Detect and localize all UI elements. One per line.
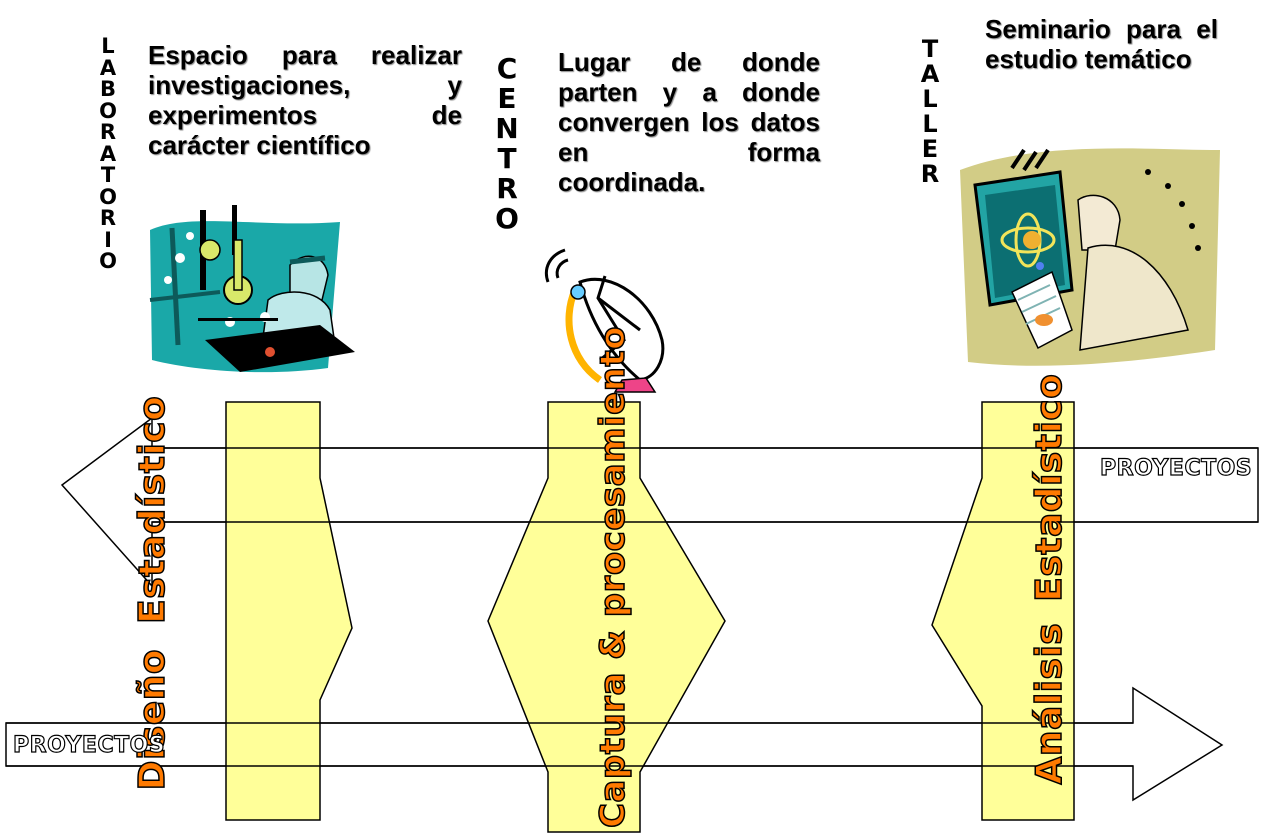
box-analisis: [931, 401, 1075, 821]
box-captura: [487, 401, 726, 833]
proyectos-top-label: PROYECTOS: [1099, 455, 1253, 481]
box-diseno: [225, 401, 353, 821]
scientist-lab-illustration: [149, 205, 355, 373]
scientist-atom-illustration: [960, 148, 1220, 366]
laboratorio-vertical-label: L A B O R A T O R I O: [99, 34, 117, 273]
taller-description: Seminario para el estudio temático: [985, 14, 1218, 74]
centro-vertical-label: C E N T R O: [495, 52, 519, 235]
proyectos-bottom-label: PROYECTOS: [12, 732, 166, 758]
taller-vertical-label: T A L L E R: [920, 35, 940, 188]
laboratorio-description: Espacio para realizar investigaciones, y…: [148, 40, 462, 160]
captura-procesamiento-label: Captura & procesamiento: [592, 325, 634, 829]
diseno-estadistico-label: Diseño Estadístico: [131, 395, 174, 791]
analisis-estadistico-label: Análisis Estadístico: [1028, 373, 1071, 785]
arrow-overlap-lines: [6, 447, 1258, 767]
centro-description: Lugar de donde parten y a donde converge…: [558, 47, 820, 197]
satellite-dish-illustration: [544, 248, 665, 393]
